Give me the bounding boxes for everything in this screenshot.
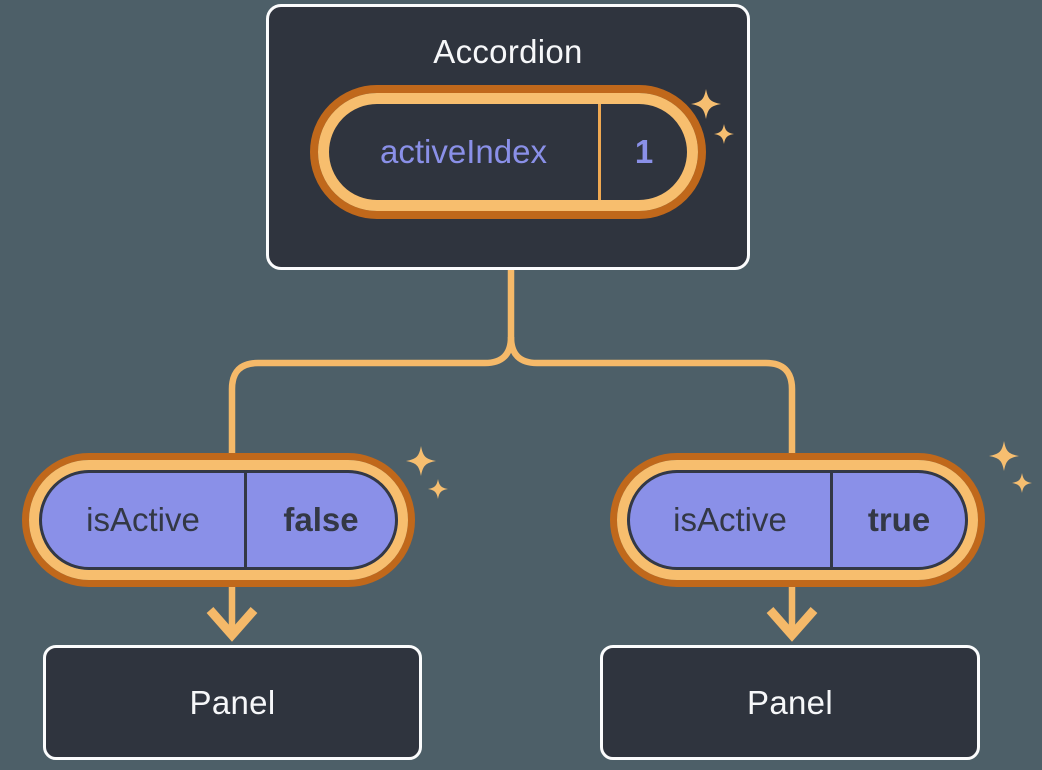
panel-title: Panel (747, 683, 833, 721)
panel-title: Panel (189, 683, 276, 721)
pill-divider (244, 473, 247, 567)
prop-pill-isactive-false: isActive false (22, 453, 415, 587)
state-value: 1 (634, 133, 654, 170)
arrow-down-icon (206, 607, 258, 642)
pill-divider (830, 473, 833, 567)
accordion-title: Accordion (433, 33, 583, 70)
sparkle-icon (406, 446, 448, 499)
prop-value: false (283, 501, 359, 538)
prop-pill-isactive-true: isActive true (610, 453, 985, 587)
panel-box-right: Panel (600, 645, 980, 760)
sparkle-icon (989, 441, 1032, 493)
state-pill-activeindex: activeIndex 1 (310, 85, 706, 219)
arrow-down-icon (766, 607, 818, 642)
prop-name: isActive (673, 501, 787, 538)
sparkle-icon (691, 89, 734, 144)
state-pill-inner: activeIndex 1 (318, 93, 698, 211)
state-name: activeIndex (380, 133, 547, 170)
panel-box-left: Panel (43, 645, 422, 760)
accordion-component-box: Accordion activeIndex 1 (266, 4, 750, 270)
prop-value: true (867, 501, 931, 538)
prop-name: isActive (86, 501, 200, 538)
pill-divider (598, 104, 601, 200)
